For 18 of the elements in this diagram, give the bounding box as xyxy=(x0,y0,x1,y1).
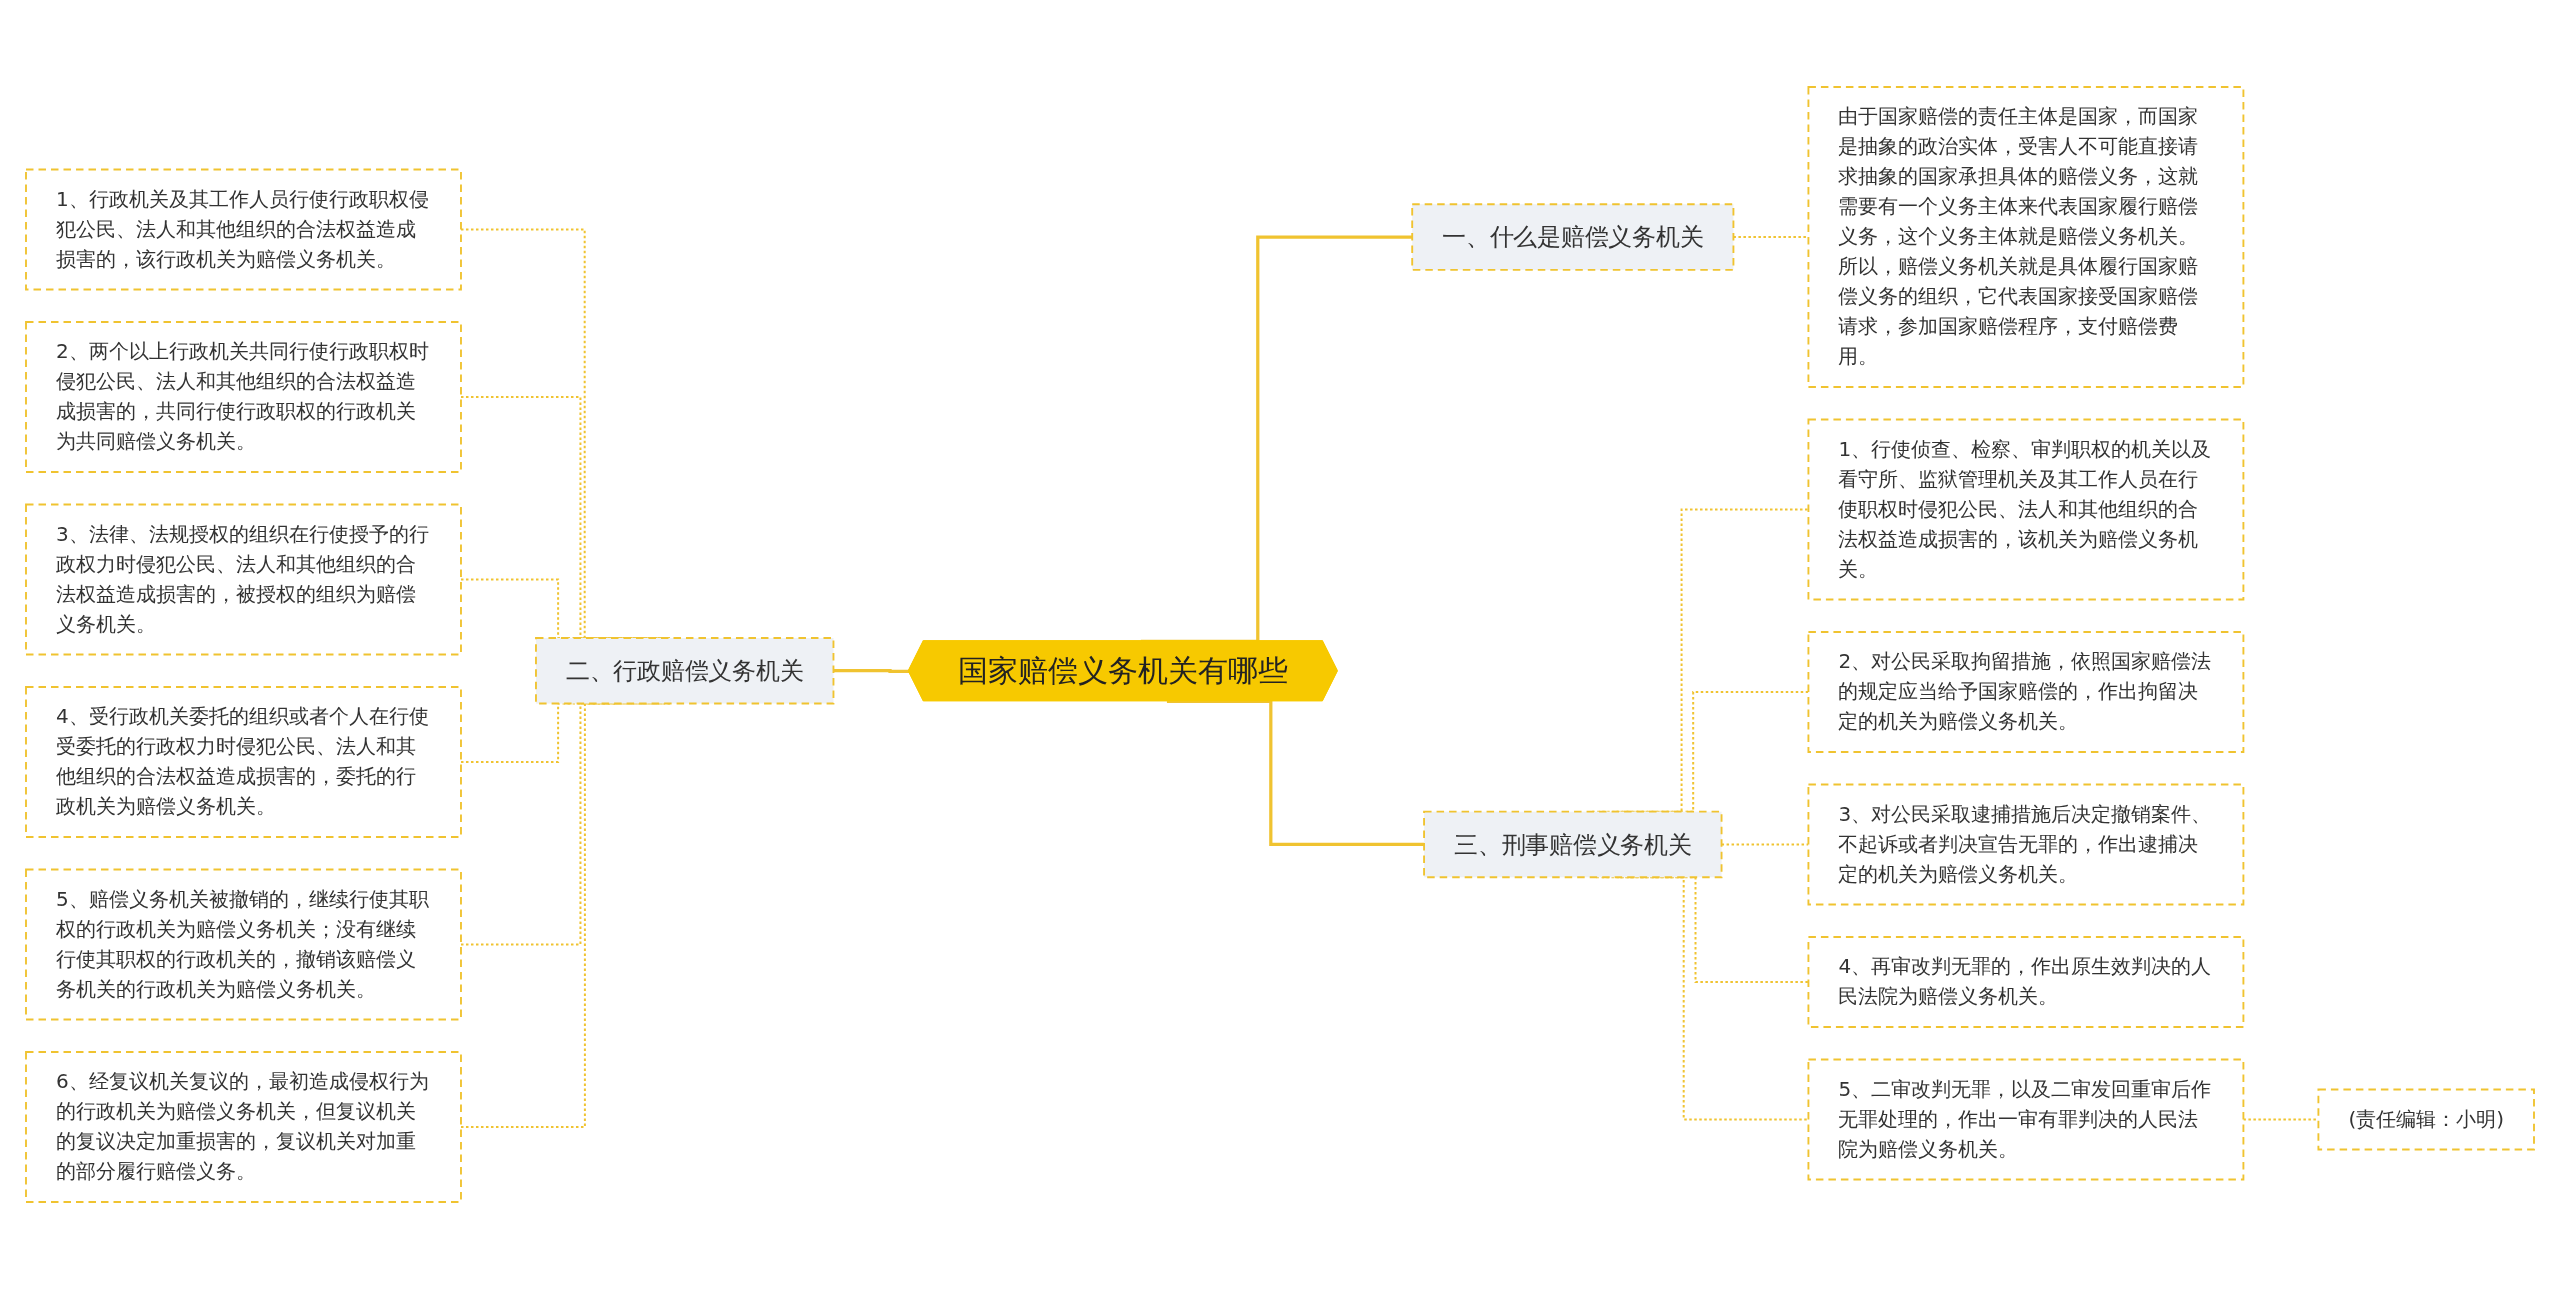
node-box: 4、再审改判无罪的，作出原生效判决的人民法院为赔偿义务机关。 xyxy=(1807,936,2245,1028)
node-box: 由于国家赔偿的责任主体是国家，而国家是抽象的政治实体，受害人不可能直接请求抽象的国家承担具体的赔偿义务，这就需要有一个义务主体来代表国家履行赔偿义务，这个义务主体就是赔偿义务机关。所以，赔偿义务机关就是具体履行国家赔偿义务的组织，它代表国家接受国家赔偿请求，参加国家赔偿程序，支付赔偿费用。 xyxy=(1807,86,2245,388)
node-box: 2、对公民采取拘留措施，依照国家赔偿法的规定应当给予国家赔偿的，作出拘留决定的机关为赔偿义务机关。 xyxy=(1807,631,2245,753)
node-box: 3、法律、法规授权的组织在行使授予的行政权力时侵犯公民、法人和其他组织的合法权益造成损害的，被授权的组织为赔偿义务机关。 xyxy=(25,503,462,656)
node-box: 5、赔偿义务机关被撤销的，继续行使其职权的行政机关为赔偿义务机关；没有继续行使其职权的行政机关的，撤销该赔偿义务机关的行政机关为赔偿义务机关。 xyxy=(25,868,462,1021)
node-box: 6、经复议机关复议的，最初造成侵权行为的行政机关为赔偿义务机关，但复议机关的复议决定加重损害的，复议机关对加重的部分履行赔偿义务。 xyxy=(25,1051,462,1203)
node-box: 1、行使侦查、检察、审判职权的机关以及看守所、监狱管理机关及其工作人员在行使职权时侵犯公民、法人和其他组织的合法权益造成损害的，该机关为赔偿义务机关。 xyxy=(1807,418,2245,601)
node-box: 4、受行政机关委托的组织或者个人在行使受委托的行政权力时侵犯公民、法人和其他组织的合法权益造成损害的，委托的行政机关为赔偿义务机关。 xyxy=(25,686,462,838)
connector xyxy=(833,669,910,673)
node-box: 三、刑事赔偿义务机关 xyxy=(1423,810,1723,879)
node-box: (责任编辑：小明) xyxy=(2317,1088,2535,1151)
node-box: 3、对公民采取逮捕措施后决定撤销案件、不起诉或者判决宣告无罪的，作出逮捕决定的机关为赔偿义务机关。 xyxy=(1807,783,2245,906)
node-box: 一、什么是赔偿义务机关 xyxy=(1411,203,1735,271)
node-box: 1、行政机关及其工作人员行使行政职权侵犯公民、法人和其他组织的合法权益造成损害的，该行政机关为赔偿义务机关。 xyxy=(25,168,462,291)
node-box: 二、行政赔偿义务机关 xyxy=(535,637,835,705)
connector xyxy=(1166,699,1425,847)
node-box: 5、二审改判无罪，以及二审发回重审后作无罪处理的，作出一审有罪判决的人民法院为赔偿义务机关。 xyxy=(1807,1058,2245,1181)
node-box: 2、两个以上行政机关共同行使行政职权时侵犯公民、法人和其他组织的合法权益造成损害的，共同行使行政职权的行政机关为共同赔偿义务机关。 xyxy=(25,321,462,473)
